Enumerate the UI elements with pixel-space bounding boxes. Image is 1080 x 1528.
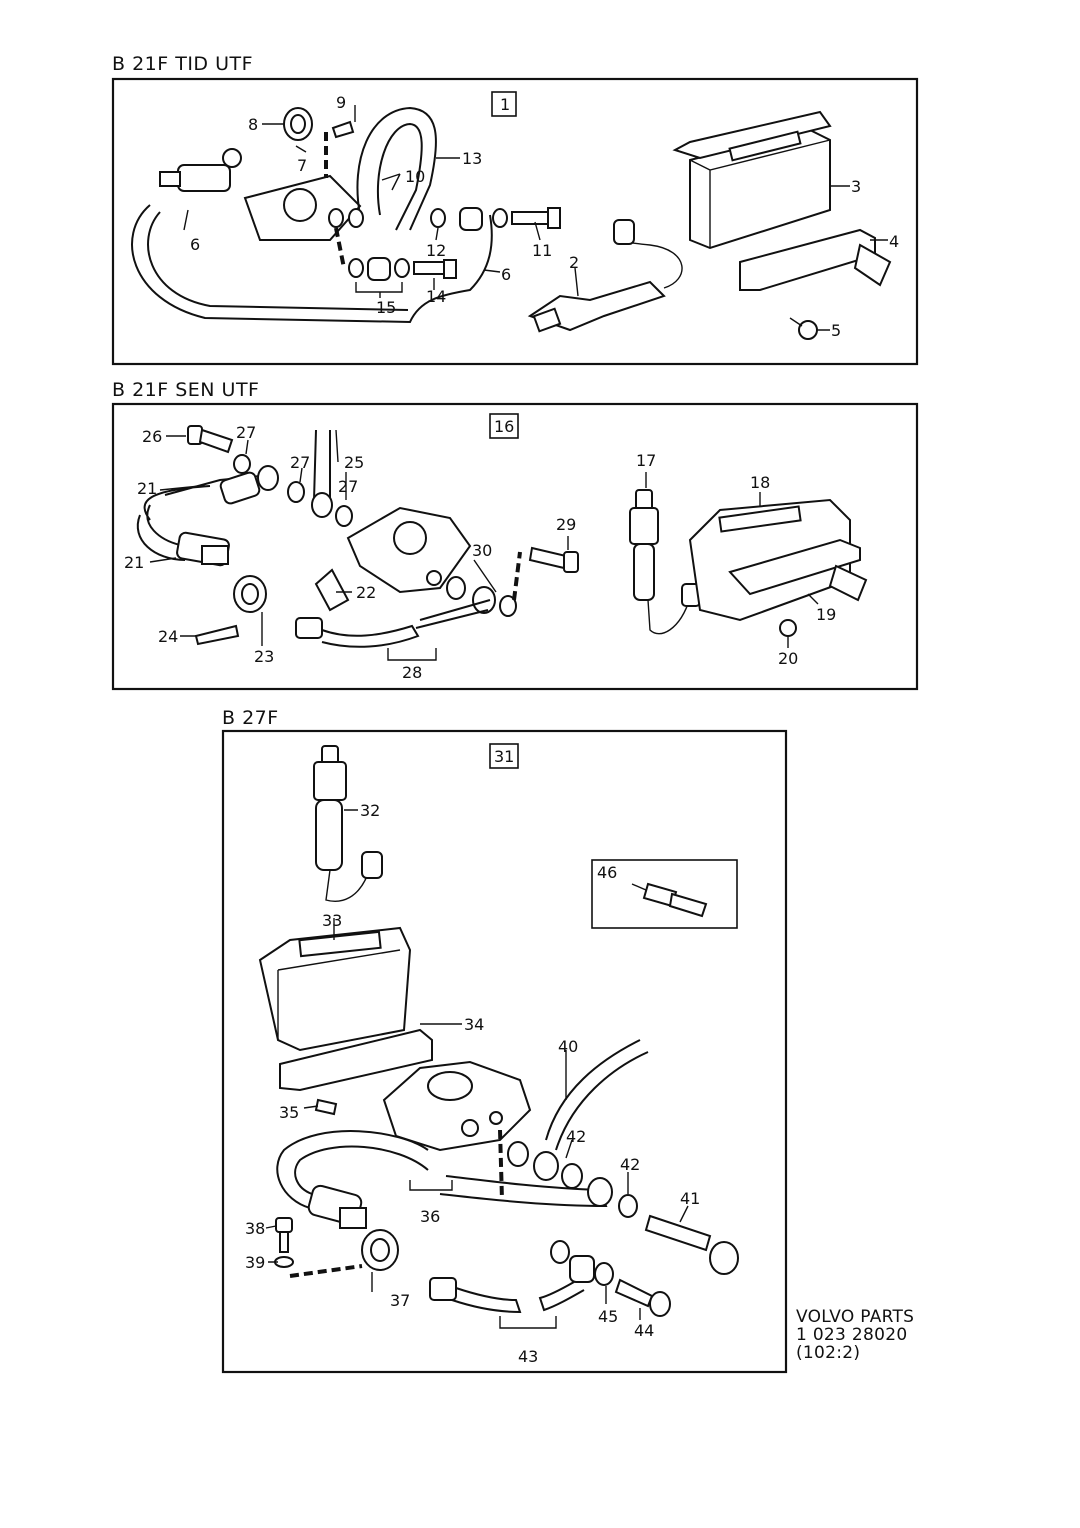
- callout-15: 15: [376, 298, 396, 317]
- callout-26: 26: [142, 427, 162, 446]
- callout-29: 29: [556, 515, 576, 534]
- callout-12: 12: [426, 241, 446, 260]
- callout-11: 11: [532, 241, 552, 260]
- callout-38: 38: [245, 1219, 265, 1238]
- callout-27a: 27: [236, 423, 256, 442]
- callout-40: 40: [558, 1037, 578, 1056]
- section-frame-16: [111, 402, 919, 691]
- callout-42b: 42: [620, 1155, 640, 1174]
- callout-18: 18: [750, 473, 770, 492]
- temperature-sensor-46: [631, 882, 708, 918]
- box-number-1: 1: [500, 95, 510, 114]
- bracket: [739, 228, 876, 291]
- oxygen-sensor-32: [313, 761, 347, 801]
- callout-4: 4: [889, 232, 899, 251]
- callout-37: 37: [390, 1291, 410, 1310]
- section3-leaders: [265, 809, 689, 1329]
- section-title-b21f-tid-utf: B 21F TID UTF: [112, 53, 253, 75]
- callout-20: 20: [778, 649, 798, 668]
- bracket-34: [279, 1028, 433, 1092]
- callout-5: 5: [831, 321, 841, 340]
- hose-13: [356, 106, 437, 231]
- callout-6a: 6: [190, 235, 200, 254]
- callout-19: 19: [816, 605, 836, 624]
- section-title-b21f-sen-utf: B 21F SEN UTF: [112, 379, 259, 401]
- union-fitting: [459, 207, 483, 231]
- callout-35: 35: [279, 1103, 299, 1122]
- footer-reference: (102:2): [796, 1343, 860, 1363]
- callout-7: 7: [297, 156, 307, 175]
- callout-3: 3: [851, 177, 861, 196]
- hollow-bolt-11: [511, 211, 549, 225]
- callout-45: 45: [598, 1307, 618, 1326]
- box-number-frame-1: [491, 91, 517, 117]
- oxygen-sensor-17: [629, 507, 659, 545]
- hose-40: [545, 1039, 649, 1151]
- callout-2: 2: [569, 253, 579, 272]
- section1-parts: [131, 106, 892, 340]
- section-frame-1: [111, 77, 919, 366]
- callout-34: 34: [464, 1015, 484, 1034]
- section1-leaders: [183, 105, 888, 331]
- callout-21a: 21: [137, 479, 157, 498]
- callout-6b: 6: [501, 265, 511, 284]
- hollow-bolt-14: [413, 261, 445, 275]
- callout-42a: 42: [566, 1127, 586, 1146]
- callout-24: 24: [158, 627, 178, 646]
- callout-36: 36: [420, 1207, 440, 1226]
- callout-41: 41: [680, 1189, 700, 1208]
- section2-leaders: [149, 429, 819, 661]
- footer-brand: VOLVO PARTS: [796, 1307, 914, 1327]
- hose-6: [131, 204, 493, 324]
- footer-part-number: 1 023 28020: [796, 1325, 907, 1345]
- hose-25: [313, 429, 331, 501]
- callout-9: 9: [336, 93, 346, 112]
- box-number-16: 16: [494, 417, 514, 436]
- callout-21b: 21: [124, 553, 144, 572]
- callout-23: 23: [254, 647, 274, 666]
- oxygen-sensor: [527, 280, 666, 332]
- callout-30: 30: [472, 541, 492, 560]
- section-frame-31: [221, 729, 788, 1374]
- hose-36: [276, 1130, 429, 1209]
- callout-27b: 27: [290, 453, 310, 472]
- callout-32: 32: [360, 801, 380, 820]
- callout-43: 43: [518, 1347, 538, 1366]
- callout-14: 14: [426, 287, 446, 306]
- control-unit-33: [258, 926, 412, 1052]
- callout-25: 25: [344, 453, 364, 472]
- callout-8: 8: [248, 115, 258, 134]
- callout-22: 22: [356, 583, 376, 602]
- section2-parts: [136, 425, 868, 648]
- inset-number-46: 46: [597, 863, 617, 882]
- screw-5: [798, 320, 818, 340]
- box-number-frame-16: [489, 413, 519, 439]
- injector-valve: [177, 164, 231, 192]
- callout-13: 13: [462, 149, 482, 168]
- box-number-frame-31: [489, 743, 519, 769]
- callout-17: 17: [636, 451, 656, 470]
- section3-parts: [258, 745, 739, 1317]
- section-title-b27f: B 27F: [222, 707, 279, 729]
- hollow-bolt-41: [644, 1214, 712, 1252]
- callout-27c: 27: [338, 477, 358, 496]
- callout-39: 39: [245, 1253, 265, 1272]
- callout-10: 10: [405, 167, 425, 186]
- callout-33: 33: [322, 911, 342, 930]
- box-number-31: 31: [494, 747, 514, 766]
- callout-28: 28: [402, 663, 422, 682]
- callout-44: 44: [634, 1321, 654, 1340]
